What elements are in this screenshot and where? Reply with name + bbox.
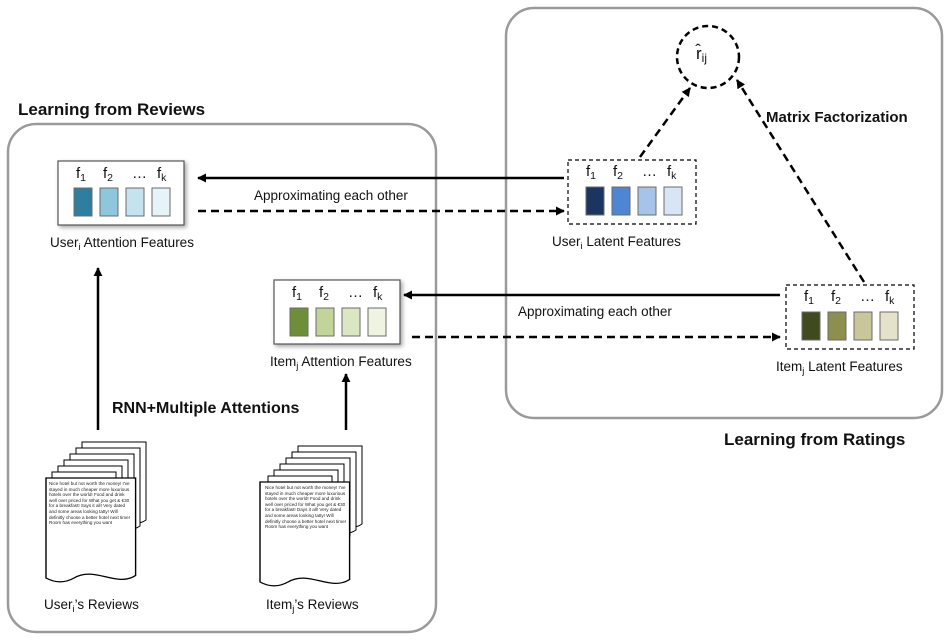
item-latent-cells — [801, 311, 899, 341]
user-latent-f2: f2 — [613, 163, 624, 182]
item-latent-cell-2 — [827, 311, 847, 341]
reviews-heading: Learning from Reviews — [18, 100, 206, 119]
item-latent-caption: Itemj Latent Features — [776, 359, 903, 377]
user-latent-cell-3 — [637, 186, 657, 216]
user-attention-fk: fk — [157, 165, 167, 184]
item-review-text: Nice hotel but not worth the money! I've… — [265, 485, 346, 530]
item-attention-cell-1 — [289, 307, 309, 337]
item-attention-caption: Itemj Attention Features — [270, 354, 412, 372]
item-latent-cell-4 — [879, 311, 899, 341]
user-latent-cell-4 — [663, 186, 683, 216]
item-approx-label: Approximating each other — [518, 304, 672, 319]
user-review-text: Nice hotel but not worth the money! I've… — [49, 481, 130, 526]
user-latent-caption: Useri Latent Features — [552, 234, 681, 252]
user-attention-f1: f1 — [76, 165, 87, 184]
rating-node — [675, 24, 741, 90]
item-latent-f1: f1 — [804, 288, 815, 307]
user-latent-cells — [585, 186, 683, 216]
ratings-region — [504, 6, 944, 420]
item-attention-cell-3 — [341, 307, 361, 337]
user-latent-cell-2 — [611, 186, 631, 216]
item-attention-cell-4 — [367, 307, 387, 337]
user-latent-cell-1 — [585, 186, 605, 216]
reviews-region — [6, 122, 438, 634]
item-attention-cell-2 — [315, 307, 335, 337]
user-latent-dots: … — [642, 163, 657, 180]
user-latent-fk: fk — [667, 163, 677, 182]
item-latent-cell-1 — [801, 311, 821, 341]
item-latent-fk: fk — [885, 288, 895, 307]
rating-node-label: r̂ij — [696, 44, 707, 65]
matrix-factorization-label: Matrix Factorization — [766, 109, 908, 126]
ratings-heading: Learning from Ratings — [724, 430, 906, 449]
item-attention-f2: f2 — [319, 284, 330, 303]
item-latent-dots: … — [860, 288, 875, 305]
user-approx-label: Approximating each other — [254, 188, 408, 203]
user-attention-cells — [73, 187, 171, 217]
item-attention-cells — [289, 307, 387, 337]
item-latent-f2: f2 — [831, 288, 842, 307]
user-latent-f1: f1 — [586, 163, 597, 182]
item-attention-f1: f1 — [292, 284, 303, 303]
item-reviews-caption: Itemj’s Reviews — [266, 597, 359, 615]
item-latent-to-rating-arrow — [735, 79, 866, 283]
user-latent-to-rating-arrow — [638, 87, 692, 158]
user-attention-cell-1 — [73, 187, 93, 217]
user-attention-caption: Useri Attention Features — [50, 235, 194, 253]
user-reviews-caption: Useri’s Reviews — [44, 597, 139, 615]
user-attention-dots: … — [132, 165, 147, 182]
user-attention-cell-4 — [151, 187, 171, 217]
item-attention-fk: fk — [373, 284, 383, 303]
item-attention-dots: … — [348, 284, 363, 301]
user-attention-cell-3 — [125, 187, 145, 217]
item-latent-cell-3 — [853, 311, 873, 341]
rnn-attention-label: RNN+Multiple Attentions — [112, 400, 300, 417]
user-attention-cell-2 — [99, 187, 119, 217]
user-attention-f2: f2 — [103, 165, 114, 184]
